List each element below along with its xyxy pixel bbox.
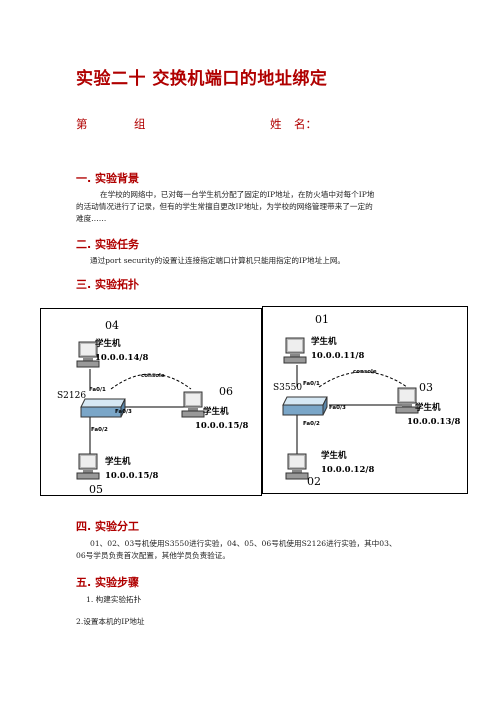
pc-right-ip: 10.0.0.13/8 <box>407 417 461 427</box>
group-suffix: 组 <box>134 117 146 131</box>
switch-name: S2126 <box>57 391 87 401</box>
pc-top-ip: 10.0.0.14/8 <box>95 353 149 363</box>
section-division-heading: 四. 实验分工 <box>76 520 140 533</box>
pc-bottom-number: 05 <box>89 483 103 496</box>
topology-right-frame: 01 学生机 10.0.0.11/8 S3550 Fa0/1 Fa0/3 Fa0… <box>262 306 468 494</box>
pc-right-icon <box>395 387 421 419</box>
pc-bottom-label: 学生机 <box>321 451 347 461</box>
section-steps-heading: 五. 实验步骤 <box>76 576 140 589</box>
task-line-1: 通过port security的设置让连接指定端口计算机只能用指定的IP地址上网… <box>90 256 346 265</box>
switch-icon <box>281 395 329 421</box>
division-line-1: 01、02、03号机使用S3550进行实验，04、05、06号机使用S2126进… <box>90 539 397 548</box>
pc-right-number: 06 <box>219 385 233 398</box>
name-suffix: 名： <box>294 117 317 131</box>
pc-top-icon <box>76 341 102 373</box>
computer-icon <box>285 453 309 480</box>
pc-top-number: 01 <box>315 313 329 326</box>
port-fa02: Fa0/2 <box>91 427 108 433</box>
pc-bottom-ip: 10.0.0.15/8 <box>105 471 159 481</box>
document-title: 实验二十 交换机端口的地址绑定 <box>76 69 328 89</box>
pc-right-label: 学生机 <box>415 403 441 413</box>
background-line-3: 难度…… <box>76 214 107 223</box>
pc-bottom-number: 02 <box>307 475 321 488</box>
pc-bottom-label: 学生机 <box>105 457 131 467</box>
switch-icon <box>79 397 127 423</box>
computer-icon <box>395 387 419 414</box>
background-line-2: 的活动情况进行了记录，但有的学生常擅自更改IP地址，为学校的网络管理带来了一定的 <box>76 202 373 211</box>
section-background-heading: 一. 实验背景 <box>76 172 140 185</box>
step-2: 2.设置本机的IP地址 <box>76 617 145 626</box>
topology-left-lines <box>89 369 192 454</box>
topology-left-frame: 04 学生机 10.0.0.14/8 S2126 Fa0/1 Fa0/3 Fa0… <box>40 308 262 496</box>
pc-top-label: 学生机 <box>311 337 337 347</box>
group-label: 第 <box>76 117 88 131</box>
port-fa02: Fa0/2 <box>303 421 320 427</box>
console-label: console <box>141 373 165 379</box>
pc-top-label: 学生机 <box>95 339 121 349</box>
switch-name: S3550 <box>273 383 303 393</box>
name-label: 姓 <box>270 117 282 131</box>
division-line-2: 06号学员负责首次配置，其他学员负责验证。 <box>76 551 230 560</box>
pc-right-icon <box>181 391 207 423</box>
pc-right-ip: 10.0.0.15/8 <box>195 421 249 431</box>
computer-icon <box>76 341 100 368</box>
computer-icon <box>76 453 100 480</box>
port-fa03: Fa0/3 <box>329 405 346 411</box>
pc-right-label: 学生机 <box>203 407 229 417</box>
port-fa03: Fa0/3 <box>115 409 132 415</box>
pc-bottom-ip: 10.0.0.12/8 <box>321 465 375 475</box>
computer-icon <box>283 337 307 364</box>
section-task-heading: 二. 实验任务 <box>76 238 140 251</box>
topology-right-lines <box>296 365 408 457</box>
console-label: console <box>353 369 377 375</box>
pc-bottom-icon <box>76 453 102 485</box>
port-fa01: Fa0/1 <box>303 381 320 387</box>
pc-bottom-icon <box>285 453 311 485</box>
section-topology-heading: 三. 实验拓扑 <box>76 278 140 291</box>
computer-icon <box>181 391 205 418</box>
pc-top-ip: 10.0.0.11/8 <box>311 351 365 361</box>
step-1: 1. 构建实验拓扑 <box>86 595 142 604</box>
pc-right-number: 03 <box>419 381 433 394</box>
pc-top-icon <box>283 337 309 369</box>
background-line-1: 在学校的网络中，已对每一台学生机分配了固定的IP地址，在防火墙中对每个IP地 <box>100 190 375 199</box>
port-fa01: Fa0/1 <box>89 387 106 393</box>
pc-top-number: 04 <box>105 319 119 332</box>
